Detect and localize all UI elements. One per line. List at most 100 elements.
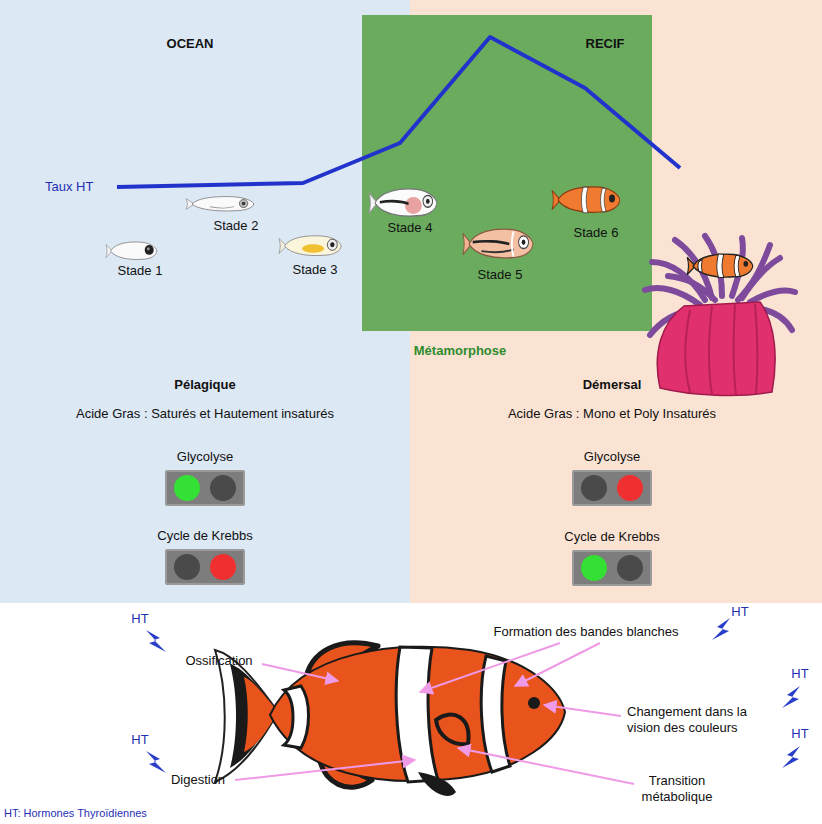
hormone-bolt: [146, 751, 166, 773]
clownfish: [215, 650, 278, 782]
larva-stage-4: [405, 197, 422, 214]
signal-lamp: [617, 475, 643, 501]
juvenile-stage-5: [481, 249, 513, 252]
sea-anemone: [686, 304, 758, 395]
region-title: Métamorphose: [414, 343, 506, 359]
hormone-bolt: [782, 686, 800, 708]
traffic-light: Glycolyse: [572, 470, 652, 506]
larva-stage-4: [426, 199, 430, 204]
sea-anemone: [657, 302, 775, 395]
hormone-bolt: [146, 618, 800, 773]
annotation-label: Stade 6: [574, 225, 619, 241]
annotation-label: HT: [731, 604, 748, 620]
larva-stage-4: [380, 201, 409, 204]
annotation-label: Formation des bandes blanches: [493, 624, 678, 640]
signal-lamp: [617, 555, 643, 581]
annotation-label: HT: [791, 666, 808, 682]
larva-stage-4: [369, 189, 437, 216]
larva-stage-1: [106, 242, 157, 260]
traffic-light: Cycle de Krebbs: [165, 549, 245, 585]
signal-lamp: [210, 475, 236, 501]
larva-stage-3: [285, 236, 342, 256]
hormone-bolt: [782, 746, 800, 768]
annotation-label: HT: [791, 726, 808, 742]
annotation-label: Taux HT: [45, 179, 93, 195]
larva-stage-1: [111, 242, 157, 260]
juvenile-stage-5: [512, 231, 514, 256]
juvenile-stage-5: [522, 240, 526, 245]
annotation-label: Stade 5: [478, 267, 523, 283]
annotation-label: Changement dans la vision des couleurs: [627, 704, 767, 735]
hormone-curve: [117, 37, 680, 187]
sea-anemone: [750, 290, 795, 302]
clownfish: [215, 643, 565, 796]
light-heading: Cycle de Krebbs: [157, 528, 252, 544]
larva-stage-2: [242, 202, 246, 206]
region-title: RECIF: [586, 36, 625, 52]
annotation-label: Pélagique: [174, 377, 235, 393]
traffic-light: Cycle de Krebbs: [572, 550, 652, 586]
leader-arrow: [235, 643, 634, 784]
larva-stage-3: [327, 239, 337, 250]
hormone-bolt: [146, 630, 166, 652]
leader-arrow: [515, 643, 600, 686]
clownfish: [528, 697, 540, 709]
larva-stage-2: [186, 197, 254, 211]
region-title: OCEAN: [167, 36, 214, 52]
signal-lamp: [581, 475, 607, 501]
signal-lamp: [174, 475, 200, 501]
juvenile-stage-6: [609, 194, 615, 202]
leader-arrow: [262, 664, 338, 681]
juvenile-stage-5: [463, 229, 533, 258]
larva-stage-2: [210, 207, 234, 208]
larva-stage-4: [423, 195, 433, 207]
larva-stage-3: [330, 242, 334, 247]
sea-anemone: [743, 261, 748, 267]
annotation-label: Digestion: [171, 772, 225, 788]
region-panel: OCEAN GlycolyseCycle de Krebbs: [0, 0, 410, 603]
juvenile-stage-6: [601, 188, 606, 212]
juvenile-stage-6: [552, 187, 620, 213]
sea-anemone: [734, 255, 740, 277]
sea-anemone: [686, 310, 691, 392]
hormone-curve: [117, 37, 680, 187]
signal-lamp: [581, 555, 607, 581]
annotation-label: HT: Hormones Thyroïdiennes: [4, 807, 147, 820]
region-panel: RECIF GlycolyseCycle de Krebbs: [410, 0, 822, 603]
sea-anemone: [645, 236, 795, 395]
larva-stage-1: [145, 245, 154, 255]
light-heading: Glycolyse: [177, 449, 233, 465]
annotation-label: Acide Gras : Mono et Poly Insaturés: [508, 406, 716, 422]
clownfish: [418, 772, 456, 796]
annotation-label: Démersal: [583, 377, 642, 393]
hormone-bolt: [712, 618, 730, 640]
leader-arrow: [458, 748, 634, 784]
larva-stage-3: [302, 244, 324, 253]
signal-lamp: [174, 554, 200, 580]
light-heading: Glycolyse: [584, 449, 640, 465]
larva-stage-1: [147, 247, 150, 250]
sea-anemone: [717, 254, 724, 278]
annotation-label: Acide Gras : Saturés et Hautement insatu…: [76, 406, 334, 422]
clownfish: [436, 715, 469, 745]
sea-anemone: [645, 288, 700, 305]
sea-anemone: [693, 254, 753, 277]
larva-stage-4: [375, 189, 437, 216]
sea-anemone: [698, 260, 702, 273]
sea-anemone: [734, 304, 736, 395]
juvenile-stage-6: [558, 187, 620, 213]
sea-anemone: [668, 276, 715, 300]
larva-stage-3: [279, 236, 341, 256]
clownfish: [284, 686, 309, 748]
annotation-label: HT: [131, 611, 148, 627]
leader-arrow: [235, 760, 415, 780]
juvenile-stage-6: [581, 187, 588, 213]
region-panel: Métamorphose: [362, 15, 652, 331]
juvenile-stage-5: [473, 241, 510, 244]
larva-stage-2: [239, 200, 247, 208]
background: [362, 15, 652, 331]
background: [0, 603, 822, 824]
light-heading: Cycle de Krebbs: [564, 529, 659, 545]
